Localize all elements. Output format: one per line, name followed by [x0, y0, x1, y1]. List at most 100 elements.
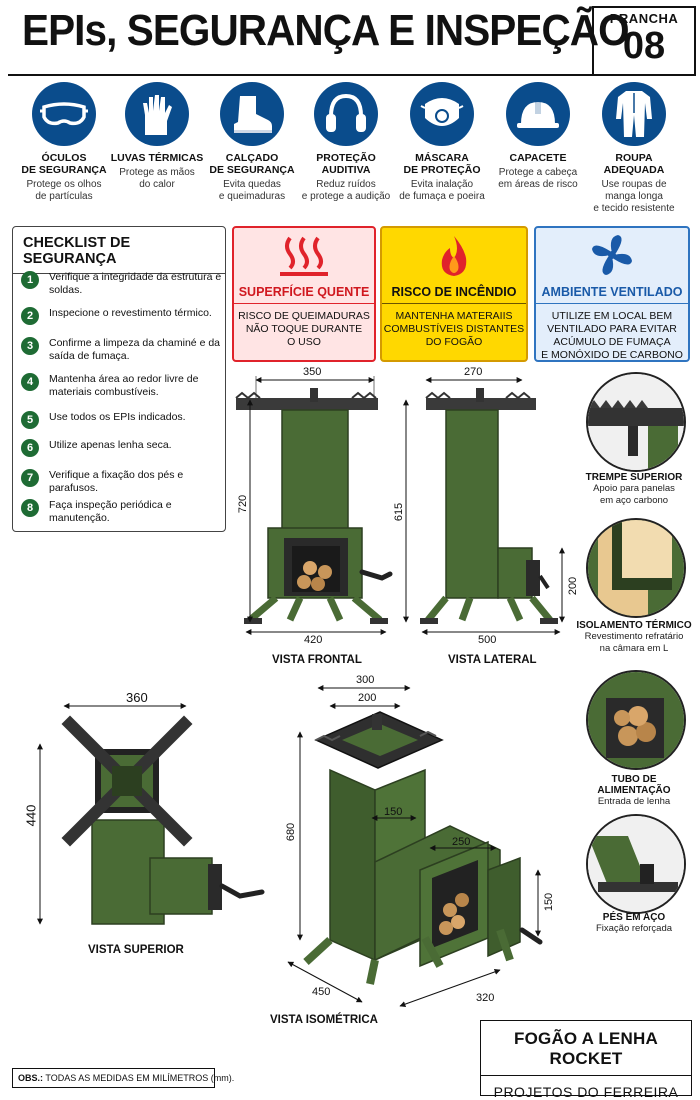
- checklist-item: 1 Verifique a integridade da estrutura e …: [21, 271, 225, 296]
- dim-front-height: 720: [237, 494, 250, 514]
- front-view-drawing: [235, 376, 393, 635]
- item-number: 8: [21, 499, 39, 517]
- product-name: FOGÃO A LENHA ROCKET: [481, 1021, 691, 1076]
- iso-view-label: VISTA ISOMÉTRICA: [270, 1014, 378, 1026]
- detail-desc: Revestimento refratário na câmara em L: [584, 631, 684, 654]
- front-view-label: VISTA FRONTAL: [272, 654, 362, 666]
- side-view-drawing: [403, 377, 565, 635]
- plate-label: PRANCHA: [609, 11, 679, 26]
- dim-iso-base-d: 320: [476, 992, 495, 1004]
- epi-name: LUVAS TÉRMICAS: [110, 152, 204, 164]
- warning-text: UTILIZE EM LOCAL BEM VENTILADO PARA EVIT…: [541, 310, 683, 361]
- dim-side-base-width: 500: [478, 634, 497, 646]
- author-name: PROJETOS DO FERREIRA: [493, 1084, 679, 1100]
- item-number: 3: [21, 337, 39, 355]
- dim-iso-height: 680: [285, 822, 298, 842]
- title-block: FOGÃO A LENHA ROCKET PROJETOS DO FERREIR…: [480, 1020, 692, 1100]
- gloves-icon: [125, 82, 189, 146]
- checklist-item: 8 Faça inspeção periódica e manutenção.: [21, 499, 225, 524]
- checklist-title: CHECKLIST DE SEGURANÇA: [13, 227, 225, 274]
- flame-icon: [382, 234, 526, 283]
- checklist-item: 4 Mantenha área ao redor livre de materia…: [21, 373, 225, 398]
- epi-boot: CALÇADO DE SEGURANÇA Evita quedas e quei…: [204, 82, 300, 203]
- dim-front-base-width: 420: [304, 634, 323, 646]
- checklist-item: 2 Inspecione o revestimento térmico.: [21, 307, 225, 325]
- obs-text: TODAS AS MEDIDAS EM MILÍMETROS (mm).: [45, 1073, 235, 1083]
- dim-iso-feed-len: 250: [452, 836, 471, 848]
- detail-desc: Fixação reforçada: [595, 923, 673, 934]
- heat-waves-icon: [234, 234, 374, 283]
- checklist-item: 3 Confirme a limpeza da chaminé e da saíd…: [21, 337, 225, 362]
- detail-name: PÉS EM AÇO: [602, 912, 666, 923]
- item-number: 4: [21, 373, 39, 391]
- earmuffs-icon: [314, 82, 378, 146]
- epi-name: PROTEÇÃO AUDITIVA: [316, 152, 376, 176]
- detail-name: TUBO DE ALIMENTAÇÃO: [597, 774, 671, 796]
- helmet-icon: [506, 82, 570, 146]
- item-number: 5: [21, 411, 39, 429]
- epi-mask: MÁSCARA DE PROTEÇÃO Evita inalação de fu…: [394, 82, 490, 203]
- dim-iso-inner: 200: [358, 692, 377, 704]
- checklist-item: 5 Use todos os EPIs indicados.: [21, 411, 225, 429]
- epi-name: ROUPA ADEQUADA: [603, 152, 665, 176]
- plate-number: 08: [622, 25, 666, 67]
- item-number: 6: [21, 439, 39, 457]
- item-text: Faça inspeção periódica e manutenção.: [49, 499, 172, 524]
- checklist-item: 6 Utilize apenas lenha seca.: [21, 439, 225, 457]
- item-number: 1: [21, 271, 39, 289]
- epi-name: MÁSCARA DE PROTEÇÃO: [403, 152, 481, 176]
- epi-desc: Protege os olhos de partículas: [26, 179, 102, 202]
- detail-name: ISOLAMENTO TÉRMICO: [576, 620, 692, 631]
- item-number: 2: [21, 307, 39, 325]
- dim-front-top-width: 350: [303, 366, 322, 378]
- detail-feed-tube-image: [586, 670, 686, 770]
- warning-fire: RISCO DE INCÊNDIO MANTENHA MATERAIIS COM…: [380, 226, 528, 362]
- side-view-label: VISTA LATERAL: [448, 654, 537, 666]
- dim-top-width: 360: [126, 690, 148, 705]
- detail-insulation-image: [586, 518, 686, 618]
- obs-label: OBS.:: [18, 1073, 44, 1083]
- warning-ventilated: AMBIENTE VENTILADO UTILIZE EM LOCAL BEM …: [534, 226, 690, 362]
- technical-drawings: [37, 376, 565, 1007]
- epi-earmuffs: PROTEÇÃO AUDITIVA Reduz ruídos e protege…: [298, 82, 394, 203]
- detail-feet: PÉS EM AÇO Fixação reforçada: [574, 912, 694, 935]
- epi-desc: Use roupas de manga longa e tecido resis…: [593, 179, 675, 214]
- epi-goggles: ÓCULOS DE SEGURANÇA Protege os olhos de …: [16, 82, 112, 203]
- item-text: Confirme a limpeza da chaminé e da saída…: [49, 337, 221, 362]
- warning-title: AMBIENTE VENTILADO: [536, 285, 688, 304]
- epi-gloves: LUVAS TÉRMICAS Protege as mãos do calor: [109, 82, 205, 191]
- epi-desc: Protege as mãos do calor: [119, 167, 195, 190]
- item-text: Verifique a fixação dos pés e parafusos.: [49, 469, 184, 494]
- item-text: Verifique a integridade da estrutura e s…: [49, 271, 222, 296]
- detail-trivet-image: [586, 372, 686, 472]
- boot-icon: [220, 82, 284, 146]
- item-text: Utilize apenas lenha seca.: [49, 439, 172, 451]
- item-text: Inspecione o revestimento térmico.: [49, 307, 212, 319]
- dim-side-top-width: 270: [464, 366, 483, 378]
- mask-icon: [410, 82, 474, 146]
- top-view-label: VISTA SUPERIOR: [88, 944, 184, 956]
- coverall-icon: [602, 82, 666, 146]
- dim-iso-base-w: 450: [312, 986, 331, 998]
- epi-desc: Reduz ruídos e protege a audição: [301, 179, 391, 202]
- safety-checklist: CHECKLIST DE SEGURANÇA 1 Verifique a inte…: [12, 226, 226, 532]
- detail-trivet: TREMPE SUPERIOR Apoio para panelas em aç…: [574, 472, 694, 506]
- warning-text: RISCO DE QUEIMADURAS NÃO TOQUE DURANTE O…: [238, 310, 370, 348]
- warning-title: SUPERFÍCIE QUENTE: [234, 285, 374, 304]
- dim-iso-outer: 300: [356, 674, 375, 686]
- dim-side-height: 615: [393, 502, 406, 522]
- dim-iso-col: 150: [384, 806, 403, 818]
- measurement-note: OBS.: TODAS AS MEDIDAS EM MILÍMETROS (mm…: [12, 1068, 234, 1088]
- warning-text: MANTENHA MATERAIIS COMBUSTÍVEIS DISTANTE…: [383, 310, 525, 348]
- dim-iso-feed-h: 150: [543, 892, 556, 912]
- plate-box: PRANCHA 08: [592, 6, 696, 76]
- title-divider: [8, 74, 692, 76]
- epi-desc: Evita quedas e queimaduras: [218, 179, 286, 202]
- item-text: Use todos os EPIs indicados.: [49, 411, 186, 423]
- detail-feet-image: [586, 814, 686, 914]
- epi-coverall: ROUPA ADEQUADA Use roupas de manga longa…: [586, 82, 682, 215]
- item-text: Mantenha área ao redor livre de materiai…: [49, 373, 199, 398]
- isometric-view-drawing: [287, 685, 543, 1007]
- detail-desc: Entrada de lenha: [597, 796, 671, 807]
